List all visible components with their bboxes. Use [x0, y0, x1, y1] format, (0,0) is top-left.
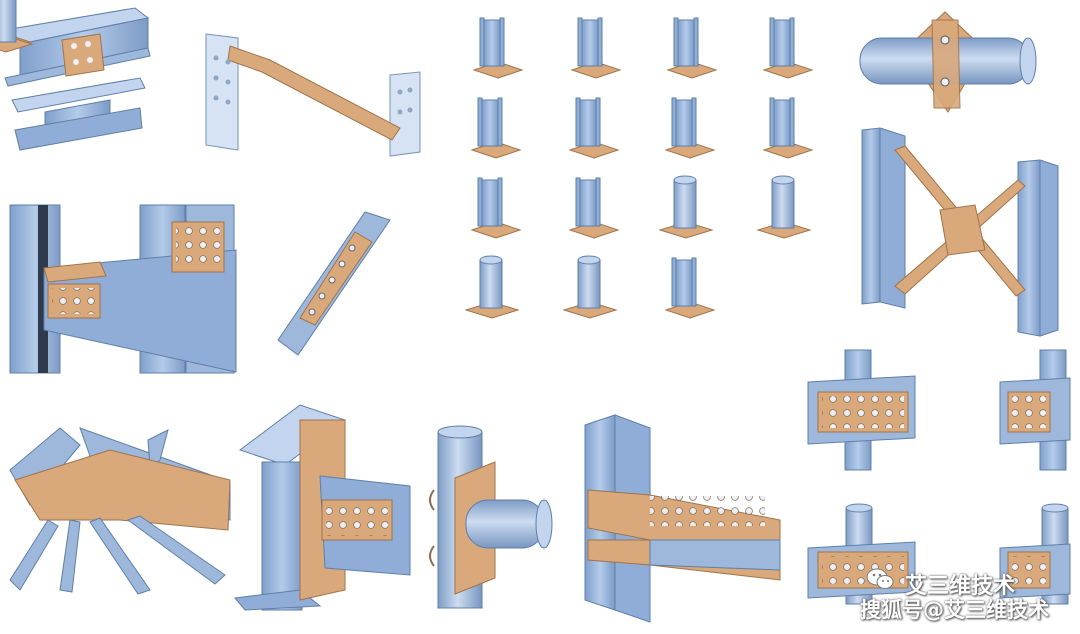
x-bracing-model [861, 127, 1059, 337]
watermark-source: 搜狐号@艾三维技术 [860, 598, 1049, 622]
beam-splice-model [3, 7, 151, 151]
cruciform-connection-4 [999, 503, 1071, 605]
cruciform-connection-2 [999, 349, 1071, 471]
watermark-brand: 艾三维技术 [905, 574, 1016, 599]
angle-brace-model [277, 211, 391, 356]
brace-plates-model [205, 33, 421, 157]
pipe-column-model [429, 425, 553, 609]
column-base-grid [0, 0, 813, 319]
h-column-beam-model [234, 404, 411, 611]
pipe-cross-plate-model [859, 11, 1037, 113]
cruciform-connection-1 [807, 349, 916, 471]
beam-column-bolted-model [9, 204, 237, 374]
wechat-icon [866, 568, 894, 589]
cruciform-connection-3 [807, 503, 916, 605]
column-bracket-model [584, 414, 781, 623]
gusset-radial-brace-model [9, 427, 231, 595]
